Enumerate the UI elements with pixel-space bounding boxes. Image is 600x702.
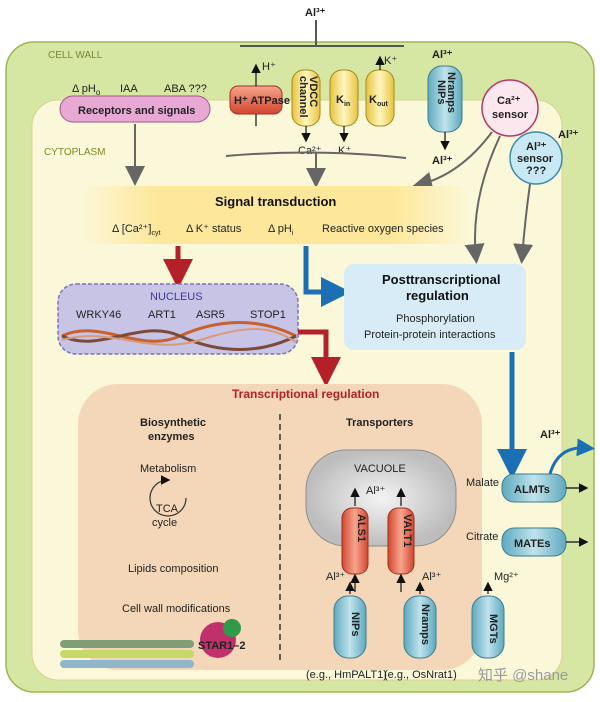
ion-left: Al³⁺	[326, 571, 345, 583]
stimulus-ph: Δ pHo	[72, 83, 101, 97]
eg-osnrat1: (e.g., OsNrat1)	[384, 669, 457, 681]
transcriptional-title-overlay: Transcriptional regulation	[232, 387, 379, 401]
receptors-box	[59, 95, 211, 123]
vdcc-label-2: channel	[297, 76, 309, 118]
vdcc-label-1: VDCC	[307, 76, 319, 107]
k-ion-in: K⁺	[338, 145, 351, 157]
transporters-title: Transporters	[346, 417, 413, 429]
top-al-ion: Al³⁺	[305, 7, 326, 19]
dna-strand-2	[61, 329, 297, 351]
al-sensor-ion: Al³⁺	[558, 129, 579, 141]
eg-hmpalt1: (e.g., HmPALT1)	[306, 669, 387, 681]
stimulus-iaa: IAA	[120, 83, 138, 95]
mgts-transporter	[471, 595, 505, 659]
nucleus-title: NUCLEUS	[150, 291, 203, 303]
ion-mid: Al³⁺	[422, 571, 441, 583]
dna-strand-3	[61, 327, 297, 346]
nramps-top-label-1: Nramps	[445, 72, 457, 113]
k-ion-out: K⁺	[384, 55, 397, 67]
tca-cycle-arrow	[149, 475, 187, 517]
star-subunit	[223, 619, 241, 637]
nucleus-to-transcription-arrow	[298, 329, 341, 387]
signal-item-ph: Δ pHi	[268, 223, 294, 237]
al-out-ion: Al³⁺	[540, 429, 561, 441]
bio-cycle: cycle	[152, 517, 177, 529]
stimulus-aba: ABA ???	[164, 83, 207, 95]
ion-right: Mg²⁺	[494, 571, 519, 583]
ca-sensor-label-1: Ca²⁺	[497, 95, 521, 107]
bio-lipids: Lipids composition	[128, 563, 219, 575]
signal-transduction-box	[80, 186, 470, 244]
al-sensor-label-1: Al³⁺	[526, 141, 547, 153]
signal-transduction-title: Signal transduction	[215, 194, 336, 209]
valt1-label: VALT1	[401, 514, 413, 547]
membrane-fiber-2	[60, 650, 194, 658]
al-sensor	[509, 131, 563, 185]
ca-ion: Ca²⁺	[298, 145, 322, 157]
gene-stop1: STOP1	[250, 309, 286, 321]
posttranscriptional-box	[344, 264, 526, 350]
cell-wall-label: CELL WALL	[48, 50, 103, 61]
membrane-fiber-3	[60, 660, 194, 668]
kin-channel	[329, 69, 359, 127]
vacuole-ion: Al³⁺	[366, 485, 385, 497]
al-out-arrow	[548, 438, 595, 475]
bio-cell-wall: Cell wall modifications	[122, 603, 231, 615]
citrate-label: Citrate	[466, 531, 498, 543]
kin-label: Kin	[336, 94, 350, 108]
malate-label: Malate	[466, 477, 499, 489]
nramps-top-label-2: NIPs	[435, 80, 447, 104]
star-label: STAR1–2	[198, 640, 245, 652]
vacuole-label: VACUOLE	[354, 463, 406, 475]
nips-transporter	[333, 595, 367, 659]
ca-sensor-arrow-1	[412, 131, 493, 192]
h-atpase-label: H⁺ ATPase	[234, 95, 290, 107]
biosynthetic-title-1: Biosynthetic	[140, 417, 206, 429]
nramps-bottom-ion: Al³⁺	[432, 155, 453, 167]
nramps-top-ion: Al³⁺	[432, 49, 453, 61]
receptors-label: Receptors and signals	[78, 105, 195, 117]
als1-label: ALS1	[355, 514, 367, 542]
signal-item-ros: Reactive oxygen species	[322, 223, 444, 235]
ca-sensor-arrow-2	[464, 135, 501, 264]
signal-item-ca: Δ [Ca²⁺]cyt	[112, 223, 160, 237]
mgts-label: MGTs	[487, 614, 499, 644]
gene-asr5: ASR5	[196, 309, 225, 321]
post-title-2: regulation	[406, 288, 469, 303]
nramps-transporter	[403, 595, 437, 659]
watermark: 知乎 @shane	[478, 667, 568, 684]
nips-label: NIPs	[349, 612, 361, 636]
post-title-1: Posttranscriptional	[382, 272, 500, 287]
nramps-label: Nramps	[419, 604, 431, 645]
bio-tca: TCA	[156, 503, 179, 515]
post-item-ppi: Protein-protein interactions	[364, 329, 496, 341]
membrane-fiber-1	[60, 640, 194, 648]
kout-label: Kout	[369, 94, 389, 108]
bio-metabolism: Metabolism	[140, 463, 196, 475]
mates-label: MATEs	[514, 538, 550, 550]
al-sensor-label-2: sensor	[517, 153, 554, 165]
almts-label: ALMTs	[514, 484, 550, 496]
gene-art1: ART1	[148, 309, 176, 321]
cytoplasm-label: CYTOPLASM	[44, 147, 106, 158]
biosynthetic-title-2: enzymes	[148, 431, 194, 443]
gene-wrky46: WRKY46	[76, 309, 121, 321]
signal-to-post-arrow	[303, 246, 351, 307]
signal-item-k: Δ K⁺ status	[186, 223, 242, 235]
h-ion: H⁺	[262, 61, 276, 73]
post-item-phosphorylation: Phosphorylation	[396, 313, 475, 325]
al-sensor-label-3: ???	[526, 165, 546, 177]
al-sensor-arrow	[513, 183, 534, 264]
ca-sensor-label-2: sensor	[492, 109, 529, 121]
ca-sensor	[481, 79, 539, 137]
